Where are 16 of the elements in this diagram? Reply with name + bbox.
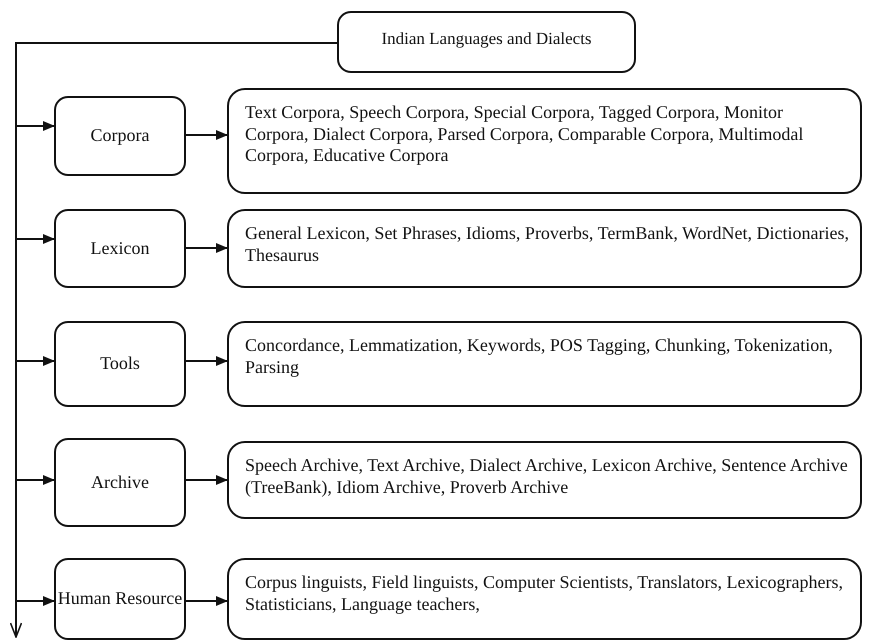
item-list-box: General Lexicon, Set Phrases, Idioms, Proverbs, TermBank, WordNet, Dictionaries, Thesaurus — [227, 209, 862, 288]
category-box: Lexicon — [54, 209, 186, 288]
arrow — [186, 130, 228, 140]
category-box: Corpora — [54, 96, 186, 176]
arrow — [186, 356, 228, 366]
item-list-box: Text Corpora, Speech Corpora, Special Corpora, Tagged Corpora, Monitor Corpora, Dialect Corpora, Parsed Corpora, Comparable Corpora, Multimodal Corpora, Educative Corpora — [227, 88, 862, 194]
category-box: Tools — [54, 321, 186, 407]
category-box: Human Resource — [54, 558, 186, 640]
arrow — [186, 475, 228, 485]
root-box: Indian Languages and Dialects — [337, 11, 636, 73]
arrow — [186, 596, 228, 606]
item-list-box: Speech Archive, Text Archive, Dialect Archive, Lexicon Archive, Sentence Archive (TreeBank), Idiom Archive, Proverb Archive — [227, 441, 862, 519]
category-box: Archive — [54, 438, 186, 527]
item-list-box: Concordance, Lemmatization, Keywords, POS Tagging, Chunking, Tokenization, Parsing — [227, 321, 862, 407]
arrow — [186, 243, 228, 253]
item-list-box: Corpus linguists, Field linguists, Computer Scientists, Translators, Lexicographers, Statisticians, Language teachers, — [227, 558, 862, 640]
